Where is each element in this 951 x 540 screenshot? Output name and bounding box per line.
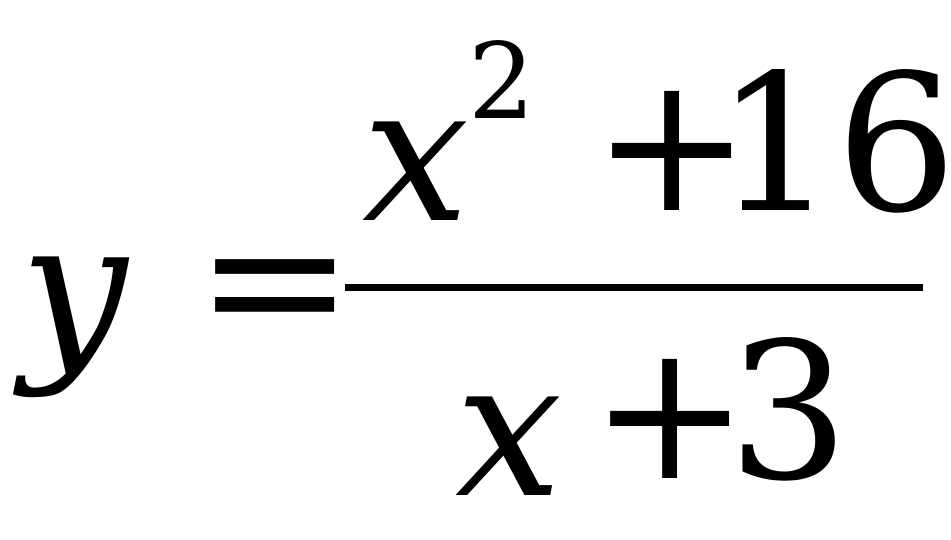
numerator-exponent: 2 xyxy=(468,21,535,143)
numerator-variable: x xyxy=(362,44,470,265)
denominator-plus: + xyxy=(590,302,750,523)
denominator-variable: x xyxy=(455,319,563,540)
fraction-bar xyxy=(345,284,923,291)
denominator-constant: 3 xyxy=(728,302,849,523)
numerator-constant: 16 xyxy=(715,34,951,255)
numerator-plus: + xyxy=(592,34,752,255)
equals-sign: = xyxy=(195,169,355,390)
lhs-variable: y xyxy=(20,179,128,400)
equation-canvas: y = x 2 + 16 x + 3 xyxy=(20,21,951,540)
